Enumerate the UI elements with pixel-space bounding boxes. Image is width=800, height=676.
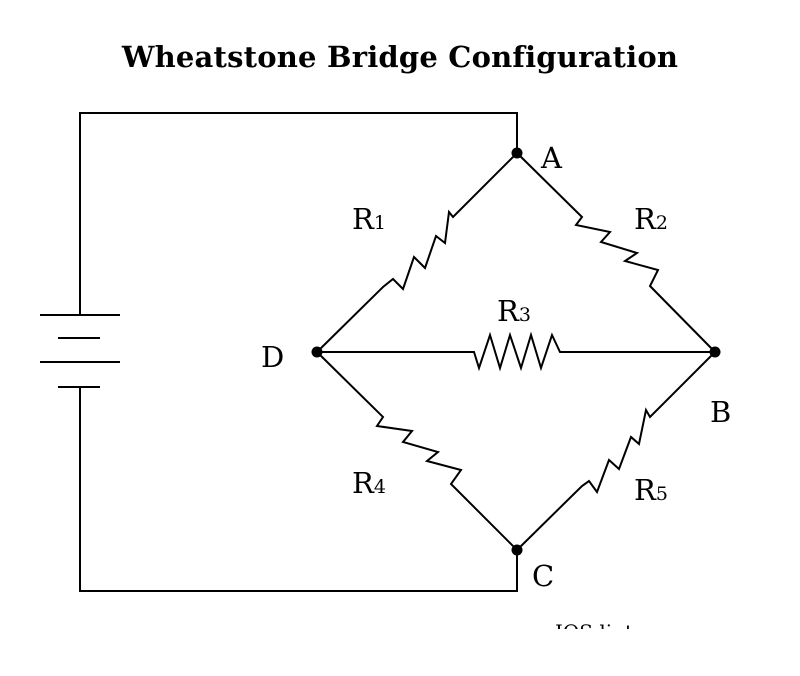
node-d-dot bbox=[311, 346, 323, 358]
wire-top bbox=[79, 112, 518, 315]
footer-text: IOS li..t bbox=[555, 620, 633, 629]
r5-label: R5 bbox=[634, 473, 668, 507]
node-d-label: D bbox=[261, 340, 284, 374]
resistor-r4 bbox=[316, 351, 518, 551]
diagram-title: Wheatstone Bridge Configuration bbox=[121, 40, 679, 74]
resistor-r5 bbox=[516, 351, 716, 551]
resistor-r3 bbox=[317, 331, 715, 372]
battery-symbol bbox=[40, 314, 120, 388]
node-a-label: A bbox=[540, 141, 563, 175]
node-a-dot bbox=[511, 147, 523, 159]
node-c-dot bbox=[511, 544, 523, 556]
resistor-r1 bbox=[316, 152, 518, 353]
r4-label: R4 bbox=[352, 466, 386, 500]
footer-text-clipped: IOS li..t bbox=[555, 617, 685, 629]
node-c-label: C bbox=[532, 559, 554, 593]
r1-label: R1 bbox=[352, 202, 386, 236]
r3-label: R3 bbox=[497, 294, 531, 328]
wire-bottom bbox=[79, 387, 518, 592]
resistor-r2 bbox=[516, 152, 716, 353]
r2-label: R2 bbox=[634, 202, 668, 236]
node-b-dot bbox=[709, 346, 721, 358]
node-b-label: B bbox=[710, 395, 731, 429]
